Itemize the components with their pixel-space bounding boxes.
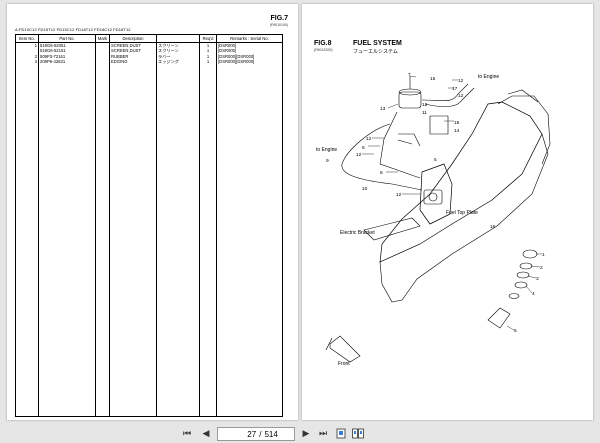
table-row: 2 509P3-72161 RUBBER ラバー 1 [DSR000][DSR0… <box>15 53 283 59</box>
fuel-system-diagram: to Engine to Engine Fuel Top Plate Elect… <box>316 72 551 367</box>
previous-page-button[interactable]: ◀ <box>199 426 213 440</box>
callout-4: 4 <box>532 291 535 297</box>
total-pages: 514 <box>264 429 278 439</box>
remarks: [DSR000] <box>216 42 283 49</box>
callout-11: 11 <box>422 110 427 116</box>
callout-1: 1 <box>542 252 545 258</box>
callout-17: 17 <box>452 86 458 92</box>
callout-3: 3 <box>536 276 539 282</box>
viewer-toolbar: ⏮ ◀ / 514 ▶ ⏭ <box>0 424 600 443</box>
callout-5b: 5 <box>514 328 517 334</box>
col-item: Item No. <box>15 34 39 43</box>
front-label: Front <box>338 361 350 367</box>
to-engine-label-top: to Engine <box>478 74 499 80</box>
diagram-page: FIG.8 (F6012200) FUEL SYSTEM フューエルシステム <box>302 4 593 420</box>
previous-page-icon: ◀ <box>202 427 210 438</box>
table-row: 1 519G6-52051 SCREEN,DUST スクリーン 1 [DSR00… <box>15 42 283 49</box>
col-japanese <box>156 34 200 43</box>
table-filler <box>15 64 283 418</box>
callout-15b: 15 <box>454 120 460 126</box>
double-page-view-button[interactable] <box>351 426 365 440</box>
parts-table-header: Item No. Part No. Mark Description Req'd… <box>15 34 283 43</box>
page-indicator: / 514 <box>217 427 295 441</box>
diagram-subtitle: フューエルシステム <box>353 49 398 55</box>
first-page-button[interactable]: ⏮ <box>180 426 194 440</box>
callout-9: 9 <box>326 158 329 164</box>
figure-label: FIG.8 <box>314 40 332 47</box>
callout-2: 2 <box>540 265 543 271</box>
fuel-top-plate-label: Fuel Top Plate <box>446 210 478 216</box>
callout-12d: 12 <box>356 152 362 158</box>
callout-15: 15 <box>430 76 436 82</box>
figure-label: FIG.7 <box>270 15 288 22</box>
callout-13: 13 <box>380 106 386 112</box>
callout-5a: 5 <box>434 157 437 163</box>
page-number-input[interactable] <box>234 429 257 439</box>
callout-12b: 12 <box>458 93 464 99</box>
callout-8: 8 <box>380 170 383 176</box>
remarks: [DSR000][DSR000] <box>216 58 283 65</box>
remarks: [DSR000][DSR000] <box>216 53 283 59</box>
parts-table: Item No. Part No. Mark Description Req'd… <box>15 34 283 418</box>
callout-7: 7 <box>408 72 411 78</box>
next-page-icon: ▶ <box>302 427 310 438</box>
next-page-button[interactable]: ▶ <box>299 426 313 440</box>
callout-14: 14 <box>454 128 460 134</box>
col-mark: Mark <box>95 34 110 43</box>
col-part-no: Part No. <box>38 34 96 43</box>
to-engine-label-left: to Engine <box>316 147 337 153</box>
callout-6: 6 <box>362 145 365 151</box>
callout-16: 16 <box>490 224 496 230</box>
figure-code: (F6010140) <box>269 23 288 27</box>
electric-bracket-label: Electric Bracket <box>340 230 375 236</box>
model-list: A:FD10C12 FD15T12 FD15C12 FD18T12 FD18C1… <box>15 27 131 32</box>
last-page-button[interactable]: ⏭ <box>316 426 330 440</box>
first-page-icon: ⏮ <box>182 427 192 438</box>
last-page-icon: ⏭ <box>318 427 328 438</box>
table-row: 3 209P6-42831 EDGING エッジング 1 [DSR000][DS… <box>15 58 283 65</box>
parts-list-page: FIG.7 (F6010140) A:FD10C12 FD15T12 FD15C… <box>7 4 298 420</box>
remarks: [DSR000] <box>216 48 283 54</box>
col-reqd: Req'd <box>199 34 217 43</box>
diagram-title: FUEL SYSTEM <box>353 40 402 47</box>
double-page-icon <box>352 428 364 438</box>
single-page-view-button[interactable] <box>334 426 348 440</box>
callout-12c: 12 <box>366 136 372 142</box>
col-description: Description <box>109 34 157 43</box>
callout-12a: 12 <box>458 78 464 84</box>
figure-code: (F6012200) <box>314 48 333 52</box>
table-row: 519G6-52151 SCREEN,DUST スクリーン 1 [DSR000] <box>15 48 283 54</box>
page-separator: / <box>259 429 262 439</box>
callout-12f: 12 <box>422 102 428 108</box>
callout-12e: 12 <box>396 192 402 198</box>
col-remarks: Remarks : Serial No. <box>216 34 283 43</box>
callout-10: 10 <box>362 186 368 192</box>
single-page-icon <box>336 428 346 438</box>
